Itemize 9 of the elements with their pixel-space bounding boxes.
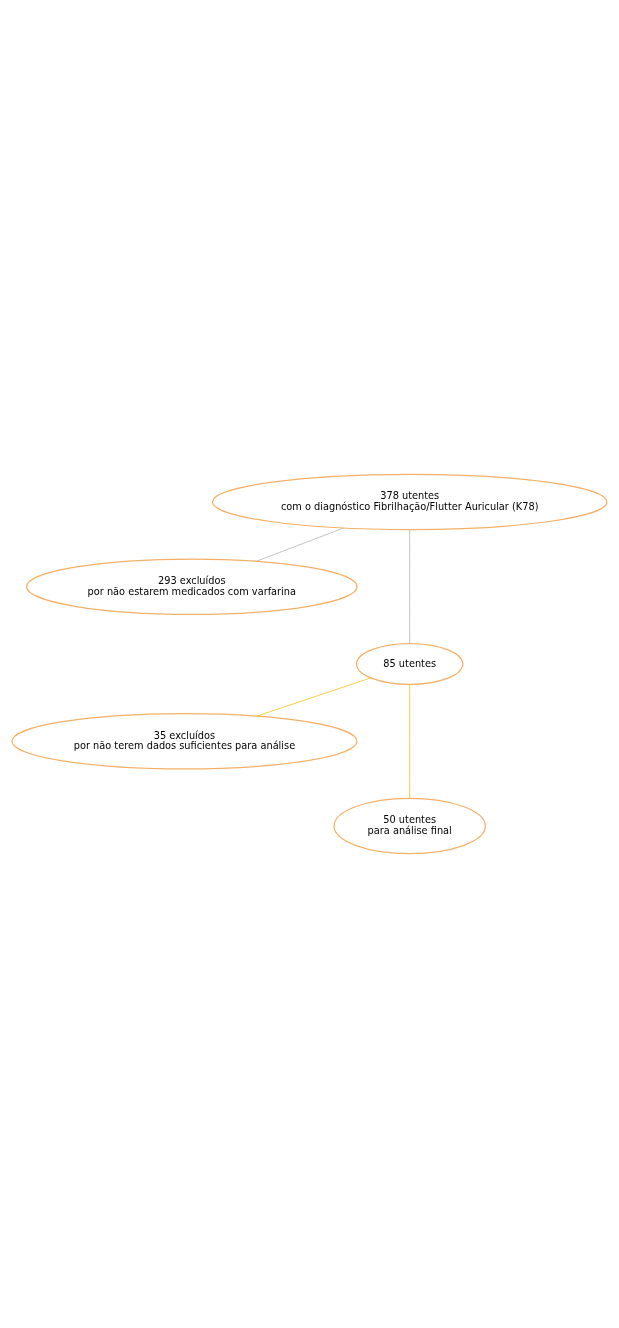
node-ellipse: 378 utentes com o diagnóstico Fibrilhação/Flutter Auricular (K78) (211, 473, 608, 531)
connector (256, 527, 344, 562)
node-ellipse: 85 utentes (355, 643, 464, 685)
node-ellipse: 50 utentes para análise final (333, 797, 486, 855)
node-ellipse: 35 excluídos por não terem dados suficientes para análise (11, 713, 358, 770)
connector (409, 684, 411, 799)
connector (256, 677, 372, 717)
node-ellipse: 293 excluídos por não estarem medicados com varfarina (26, 558, 358, 615)
connector (409, 529, 411, 645)
